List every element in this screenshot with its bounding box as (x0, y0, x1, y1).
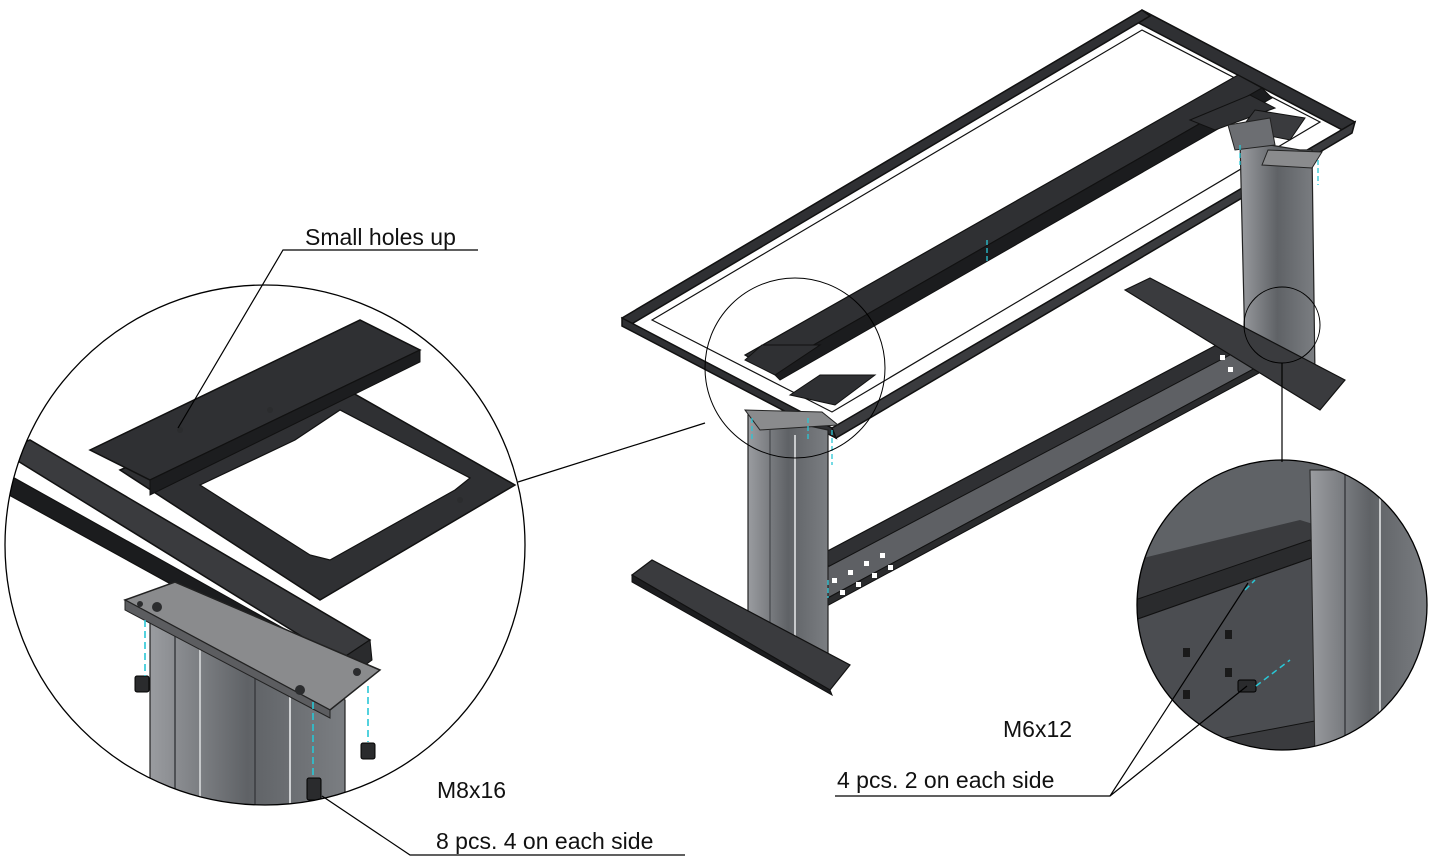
left-detail-view (4, 284, 526, 806)
detail-marker-left (704, 277, 886, 459)
leader-lines (177, 249, 1283, 856)
table-frame (620, 9, 1357, 697)
label-m6x12: M6x12 (1003, 716, 1073, 742)
label-small-holes-up: Small holes up (305, 224, 456, 250)
label-m8-quantity: 8 pcs. 4 on each side (436, 828, 654, 854)
label-m6-quantity: 4 pcs. 2 on each side (837, 767, 1055, 793)
label-m8x16: M8x16 (437, 777, 507, 803)
right-detail-view (1136, 459, 1428, 751)
